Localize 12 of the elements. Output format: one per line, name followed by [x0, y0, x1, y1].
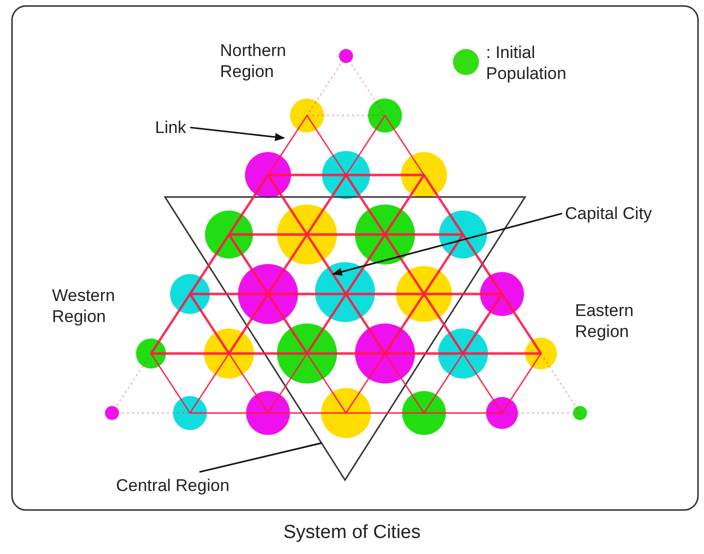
capital-city-circle — [315, 262, 375, 322]
callout-text: Capital City — [565, 203, 652, 224]
callout-text: Central Region — [116, 475, 230, 496]
arrow — [190, 126, 285, 141]
legend-text: : Initial Population — [486, 42, 568, 84]
arrow — [332, 212, 562, 276]
callout-text: Link — [155, 117, 186, 138]
caption: System of Cities — [282, 522, 422, 543]
region-label: Western Region — [52, 285, 116, 327]
leader-line — [199, 442, 322, 473]
region-label: Eastern Region — [575, 300, 635, 342]
region-label: Northern Region — [220, 40, 288, 82]
